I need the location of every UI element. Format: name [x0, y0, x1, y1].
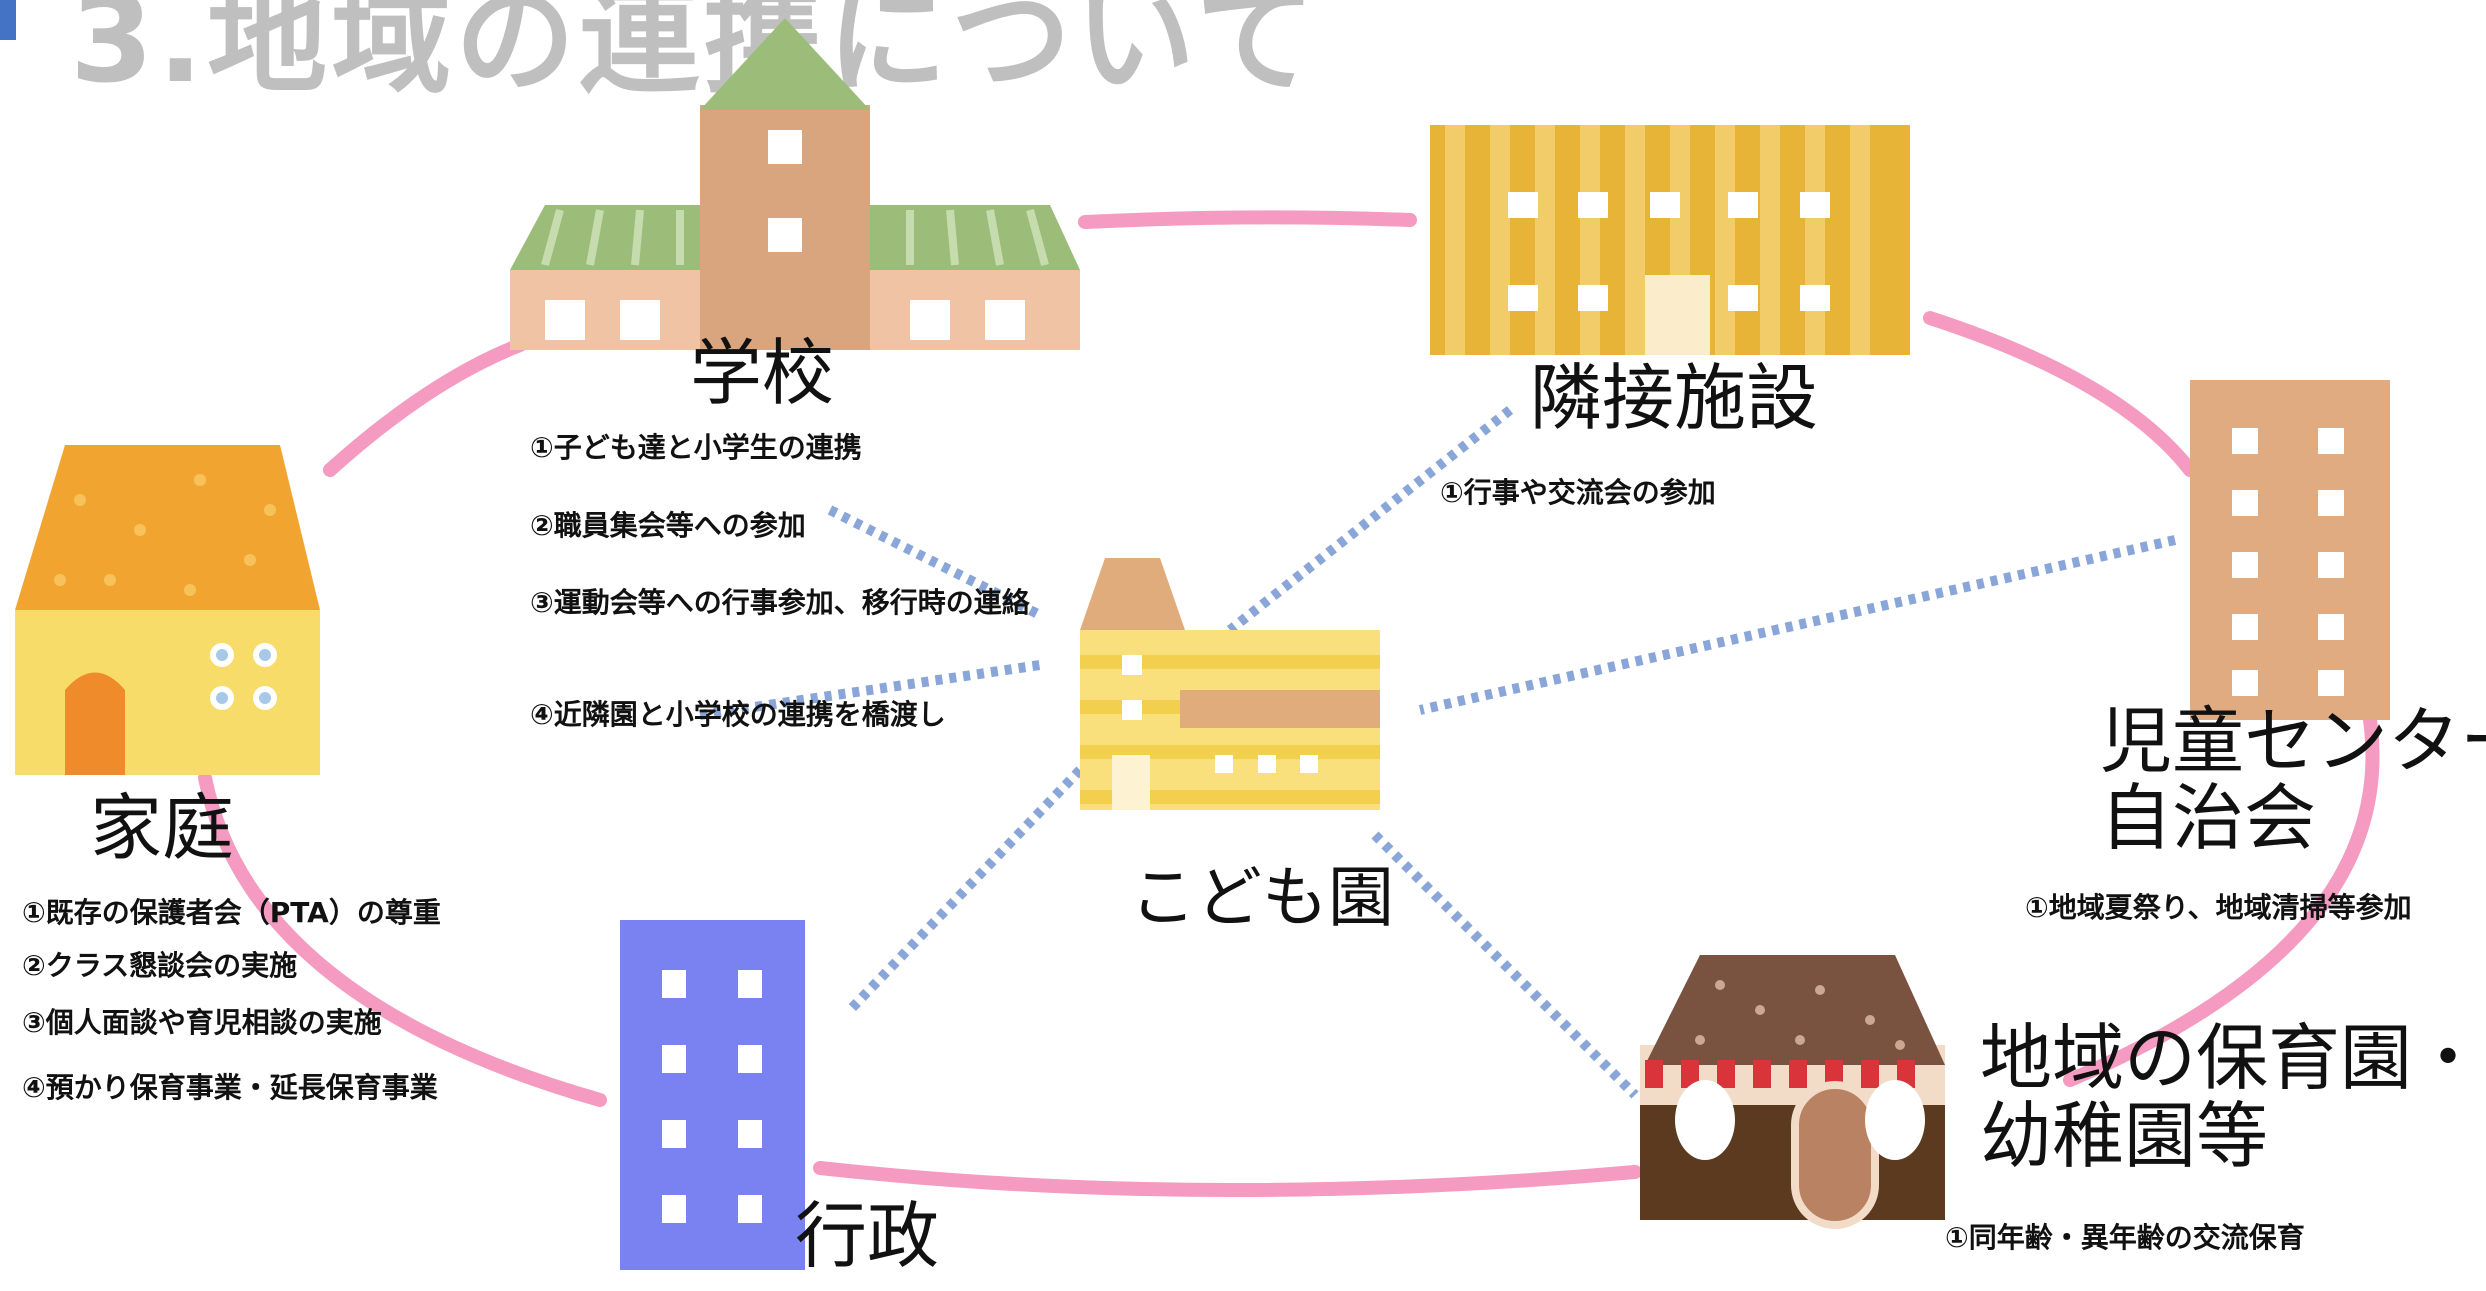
family-label: 家庭: [90, 786, 235, 870]
family-item-4: ④預かり保育事業・延長保育事業: [22, 1071, 438, 1104]
title-accent-bar: [0, 0, 16, 40]
school-building-icon: [510, 18, 1080, 350]
ring-segment-neighbor-center: [1923, 311, 2197, 477]
link-school-2: [699, 660, 1041, 720]
ring-segment-center-nursery: [2063, 713, 2380, 1087]
neighbor-item-1: ①行事や交流会の参加: [1440, 476, 1716, 509]
local-nursery-item-1: ①同年齢・異年齢の交流保育: [1945, 1221, 2305, 1254]
children-center-label-line2: 自治会: [2100, 776, 2317, 860]
ring-segment-school-neighbor: [1078, 210, 1417, 229]
school-item-2: ②職員集会等への参加: [530, 509, 806, 542]
page-title: 3.地域の連携について: [70, 0, 1320, 110]
government-label: 行政: [795, 1194, 940, 1278]
family-item-3: ③個人面談や育児相談の実施: [22, 1006, 382, 1039]
family-item-2: ②クラス懇談会の実施: [22, 949, 298, 982]
link-neighbor: [1226, 406, 1514, 634]
government-building-icon: [620, 920, 805, 1270]
children-center-item-1: ①地域夏祭り、地域清掃等参加: [2025, 891, 2412, 924]
local-nursery-label-line1: 地域の保育園・: [1980, 1016, 2485, 1100]
local-nursery-building-icon: [1640, 955, 1945, 1229]
neighbor-label: 隣接施設: [1530, 356, 1819, 440]
center-label: こども園: [1130, 859, 1394, 936]
school-item-1: ①子ども達と小学生の連携: [530, 431, 862, 464]
family-item-1: ①既存の保護者会（PTA）の尊重: [22, 896, 441, 929]
ring-segment-family-school: [323, 338, 527, 477]
children-center-building-icon: [2190, 380, 2390, 720]
children-center-label-line1: 児童センター: [2100, 699, 2486, 783]
ring-segment-government-family: [198, 771, 607, 1107]
link-children-center: [1418, 535, 2177, 715]
center-links: [699, 406, 2177, 1099]
family-house-icon: [15, 445, 320, 775]
neighbor-facility-icon: [1430, 125, 1910, 355]
ring-segment-nursery-government: [813, 1161, 1642, 1198]
school-item-4: ④近隣園と小学校の連携を橋渡し: [530, 698, 946, 731]
link-local-nursery: [1371, 831, 1639, 1099]
local-nursery-label-line2: 幼稚園等: [1980, 1094, 2269, 1178]
center-kindergarten-icon: [1080, 558, 1380, 810]
link-school: [827, 505, 1043, 620]
connection-ring: [198, 210, 2380, 1198]
school-label: 学校: [690, 331, 835, 415]
link-government: [846, 766, 1084, 1014]
school-item-3: ③運動会等への行事参加、移行時の連絡: [530, 586, 1030, 619]
